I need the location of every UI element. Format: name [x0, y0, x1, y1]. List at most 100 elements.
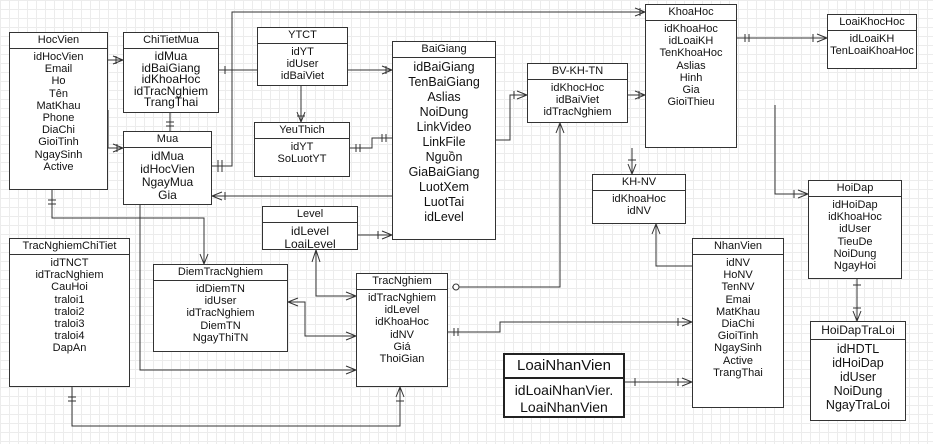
- entity-field: traloi3: [54, 318, 85, 331]
- entity-field: idLoaiNhanVier.: [514, 382, 614, 398]
- entity-field: DiaChi: [721, 318, 755, 331]
- entity-title: KhoaHoc: [646, 5, 736, 21]
- entity-field: Gia: [158, 188, 177, 202]
- entity-field: SoLuotYT: [277, 153, 327, 166]
- entity-field: Aslias: [427, 90, 461, 104]
- entity-field: TrangThai: [143, 95, 199, 109]
- entity-field: GioiTinh: [38, 136, 79, 149]
- entity-field: idLoaiKH: [668, 35, 714, 48]
- entity-title: YeuThich: [255, 123, 349, 139]
- entity-field: TenNV: [721, 281, 755, 294]
- entity-field: NgayTraLoi: [825, 398, 891, 412]
- entity-fields: idLoaiNhanVier.LoaiNhanVien: [505, 379, 623, 416]
- entity-field: idTNCT: [50, 257, 89, 269]
- entity-field: NgayHoi: [833, 260, 877, 273]
- entity-field: TenBaiGiang: [408, 75, 480, 89]
- entity-field: Tên: [49, 87, 68, 100]
- entity-field: traloi2: [54, 305, 85, 318]
- entity-field: idUser: [839, 223, 871, 236]
- entity-field: idUser: [839, 370, 877, 384]
- entity-field: GiaBaiGiang: [408, 165, 480, 179]
- entity-field: LoaiNhanVien: [520, 399, 608, 415]
- entity-field: idKhoaHoc: [141, 72, 201, 86]
- entity-title: HocVien: [10, 33, 107, 49]
- entity-field: idBaiViet: [555, 94, 600, 107]
- entity-field: idBaiGiang: [413, 60, 475, 74]
- entity-field: idLevel: [384, 304, 420, 317]
- entity-field: TieuDe: [837, 235, 873, 248]
- entity-field: TenKhoaHoc: [659, 47, 723, 60]
- entity-field: Active: [723, 354, 753, 367]
- entity-field: idNV: [627, 205, 651, 218]
- entity-field: LoaiLevel: [284, 237, 336, 251]
- entity-field: idHocVien: [33, 51, 84, 63]
- entity-field: Active: [43, 160, 74, 173]
- entity-field: Aslias: [676, 59, 706, 72]
- entity-field: TenLoaiKhoaHoc: [830, 45, 914, 58]
- entity-field: idHoiDap: [832, 199, 878, 211]
- entity-field: NgaySinh: [714, 342, 762, 355]
- entity-field: CauHoi: [51, 281, 88, 294]
- entity-field: LinkVideo: [416, 120, 472, 134]
- entity-field: Nguồn: [425, 150, 463, 164]
- entity-field: Email: [44, 63, 73, 76]
- entity-field: Ho: [51, 75, 66, 88]
- entity-field: NgaySinh: [34, 148, 83, 161]
- entity-field: DiaChi: [41, 124, 75, 137]
- entity-field: idKhoaHoc: [828, 211, 882, 224]
- entity-field: NoiDung: [833, 384, 883, 398]
- entity-title: HoiDapTraLoi: [811, 322, 905, 340]
- entity-field: Emai: [725, 293, 751, 306]
- entity-field: NoiDung: [419, 105, 469, 119]
- entity-field: idDiemTN: [196, 283, 245, 295]
- entity-field: idYT: [291, 46, 314, 58]
- entity-field: idTracNghiem: [186, 307, 255, 320]
- entity-field: idHoiDap: [832, 356, 884, 370]
- entity-title: LoaiKhocHoc: [828, 15, 916, 31]
- entity-field: idKhoaHoc: [375, 316, 429, 329]
- entity-field: idMua: [154, 49, 188, 63]
- entity-field: DiemTN: [200, 319, 241, 332]
- entity-field: traloi1: [54, 293, 85, 306]
- entity-title: Level: [263, 207, 357, 223]
- entity-field: LuotTai: [423, 195, 465, 209]
- entity-field: HoNV: [723, 269, 753, 282]
- entity-field: ThoiGian: [379, 353, 425, 366]
- entity-title: Mua: [124, 132, 211, 148]
- entity-field: MatKhau: [715, 305, 761, 318]
- entity-field: idMua: [151, 149, 184, 163]
- entity-field: idUser: [286, 58, 319, 71]
- entity-field: idLevel: [424, 210, 464, 224]
- entity-field: GioiTinh: [717, 330, 759, 343]
- entity-title: NhanVien: [693, 239, 783, 255]
- entity-field: Giá: [393, 340, 411, 353]
- entity-title: LoaiNhanVien: [505, 355, 623, 379]
